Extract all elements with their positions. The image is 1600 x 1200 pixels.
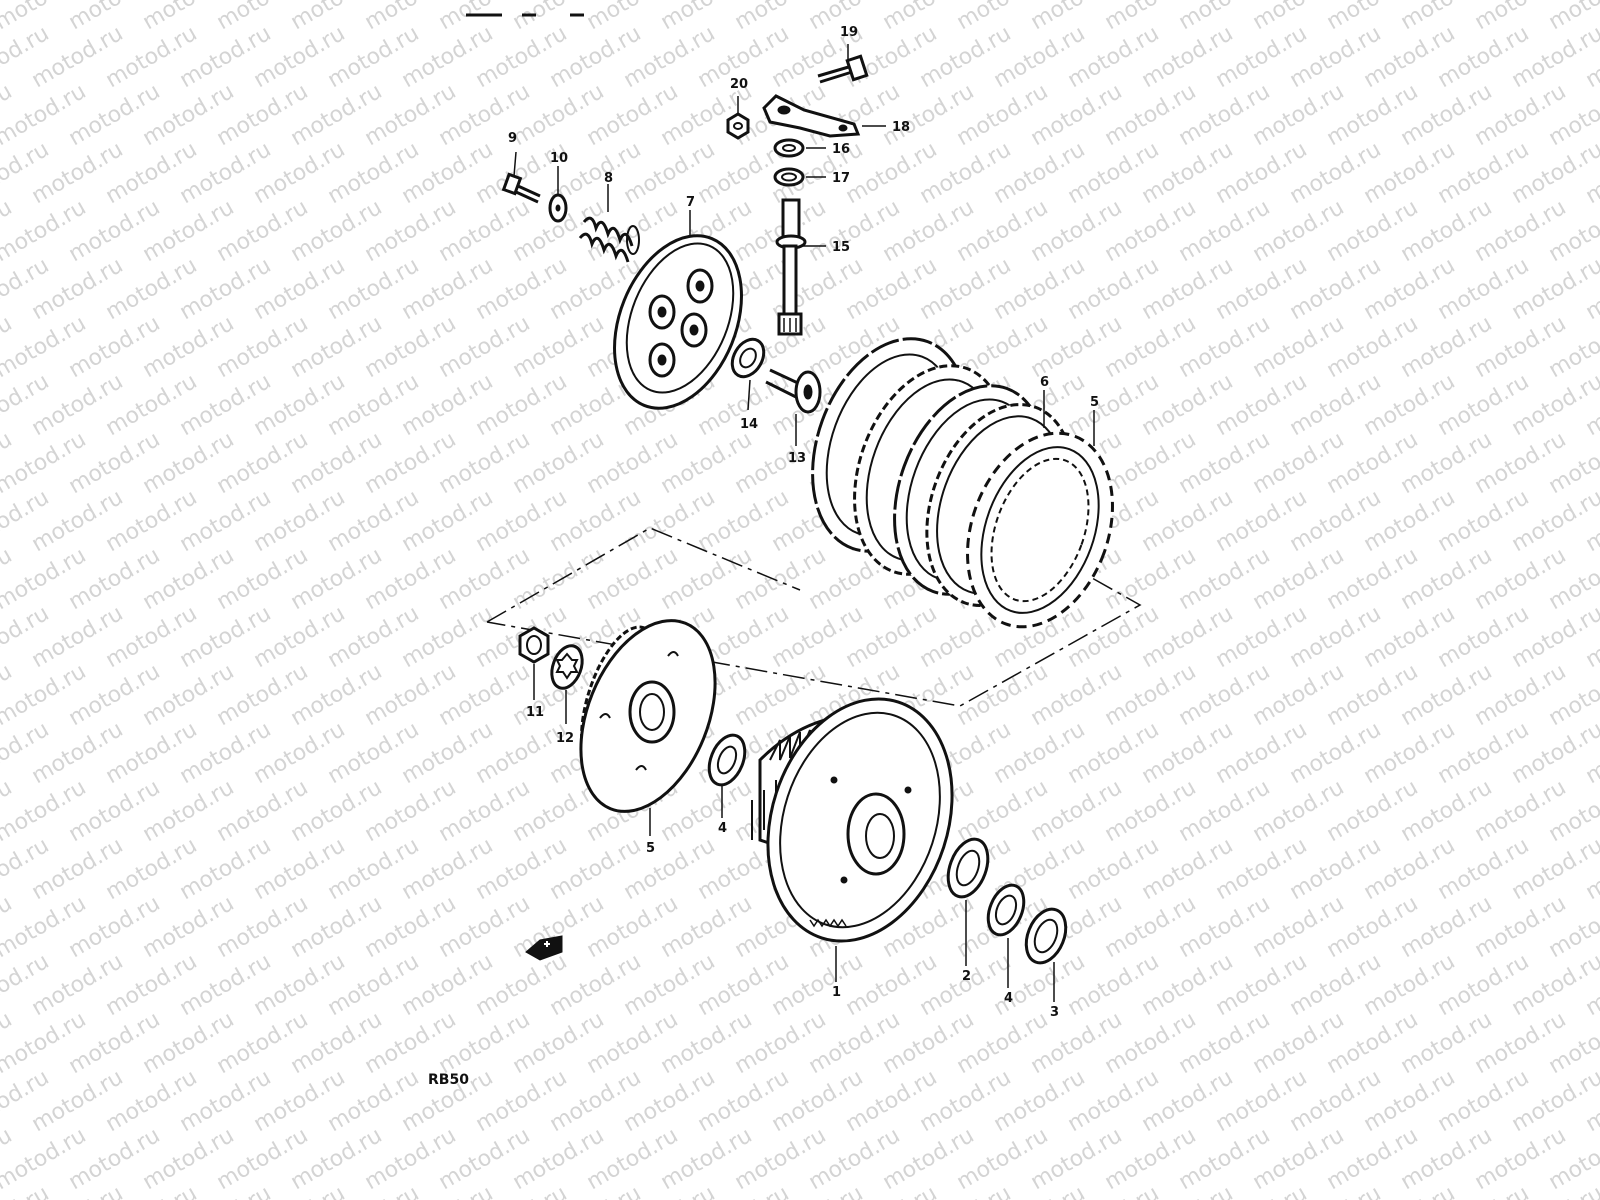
clutch-plate-stack bbox=[811, 337, 1114, 629]
callout-4-upper: 4 bbox=[718, 821, 727, 836]
callout-2: 2 bbox=[962, 969, 971, 984]
callout-17: 16 bbox=[832, 142, 850, 157]
clutch-housing-1 bbox=[751, 697, 954, 943]
callout-7: 6 bbox=[1040, 375, 1049, 390]
front-direction-arrow-icon bbox=[525, 935, 563, 961]
nut-21 bbox=[726, 112, 750, 140]
spacer-2 bbox=[946, 837, 990, 899]
lock-washer-13 bbox=[550, 644, 584, 690]
callout-19: 18 bbox=[892, 120, 910, 135]
callout-1: 1 bbox=[832, 985, 841, 1000]
bushing-3 bbox=[1024, 907, 1068, 965]
model-label: RB50 bbox=[428, 1072, 469, 1088]
thrust-washer-4 bbox=[707, 733, 747, 787]
callout-labels: 19 20 18 16 17 15 9 10 8 7 6 5 14 13 11 … bbox=[508, 25, 1099, 1020]
seal-17 bbox=[773, 138, 805, 158]
callout-5-visible: 5 bbox=[646, 841, 655, 856]
nut-12 bbox=[518, 626, 550, 664]
thrust-washer-4-lower bbox=[986, 883, 1026, 937]
callout-4-lower: 4 bbox=[1004, 991, 1013, 1006]
callout-15: 14 bbox=[740, 417, 758, 432]
callout-20: 19 bbox=[840, 25, 858, 40]
screw-10 bbox=[501, 172, 541, 204]
callout-18: 17 bbox=[832, 171, 850, 186]
leader-lines bbox=[513, 44, 1095, 1002]
bearing-15 bbox=[730, 337, 766, 379]
callout-3: 3 bbox=[1050, 1005, 1059, 1020]
release-shaft-16 bbox=[775, 198, 807, 336]
callout-10: 9 bbox=[508, 131, 517, 146]
callout-21: 20 bbox=[730, 77, 748, 92]
washer-18 bbox=[773, 167, 805, 187]
callout-12: 11 bbox=[526, 705, 544, 720]
clutch-hub-5 bbox=[579, 619, 717, 813]
callout-13: 12 bbox=[556, 731, 574, 746]
callout-11: 10 bbox=[550, 151, 568, 166]
callout-6: 5 bbox=[1090, 395, 1099, 410]
release-lever-19 bbox=[762, 94, 861, 138]
callout-14: 13 bbox=[788, 451, 806, 466]
callout-8: 7 bbox=[686, 195, 695, 210]
push-piece-14 bbox=[765, 368, 822, 414]
callout-16: 15 bbox=[832, 240, 850, 255]
pressure-plate-8 bbox=[613, 234, 743, 410]
callout-9: 8 bbox=[604, 171, 613, 186]
bolt-20 bbox=[817, 54, 869, 84]
washer-11 bbox=[548, 193, 568, 223]
clutch-pack-frame bbox=[486, 527, 1142, 707]
spring-9 bbox=[578, 216, 640, 263]
